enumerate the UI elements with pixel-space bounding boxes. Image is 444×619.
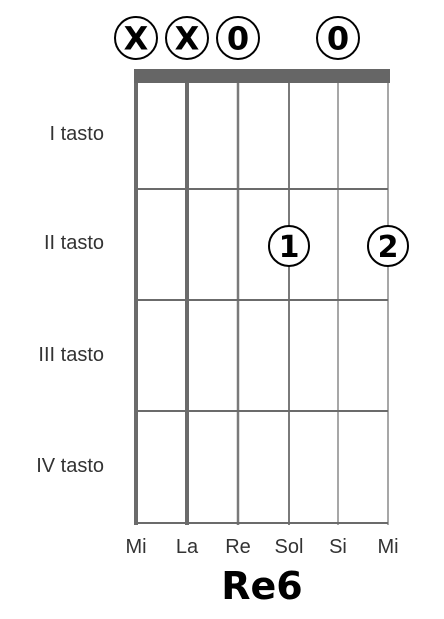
- string-label-la: La: [175, 536, 199, 558]
- string-label-sol: Sol: [274, 536, 304, 558]
- svg-text:2: 2: [378, 230, 399, 265]
- fret-label-1: I tasto: [49, 123, 104, 145]
- svg-text:X: X: [175, 20, 200, 58]
- fret-lines: [136, 188, 388, 524]
- open-string-marker-3: 0: [216, 16, 260, 60]
- svg-text:X: X: [124, 20, 149, 58]
- fret-label-4: IV tasto: [36, 455, 104, 477]
- svg-text:0: 0: [227, 20, 249, 58]
- muted-string-marker-2: X: [165, 16, 209, 60]
- muted-string-marker-1: X: [114, 16, 158, 60]
- svg-text:0: 0: [327, 20, 349, 58]
- string-label-re: Re: [225, 536, 251, 558]
- chord-name: Re6: [221, 564, 303, 608]
- fret-label-2: II tasto: [43, 232, 104, 254]
- finger-marker-1: 1: [268, 225, 310, 267]
- string-label-mi-high: Mi: [377, 536, 399, 558]
- string-label-si: Si: [329, 536, 347, 558]
- fret-label-3: III tasto: [38, 344, 104, 366]
- string-label-mi-low: Mi: [125, 536, 147, 558]
- nut: [134, 69, 390, 83]
- svg-text:1: 1: [279, 230, 300, 265]
- string-lines: [134, 83, 389, 525]
- finger-marker-2: 2: [367, 225, 409, 267]
- open-string-marker-4: 0: [316, 16, 360, 60]
